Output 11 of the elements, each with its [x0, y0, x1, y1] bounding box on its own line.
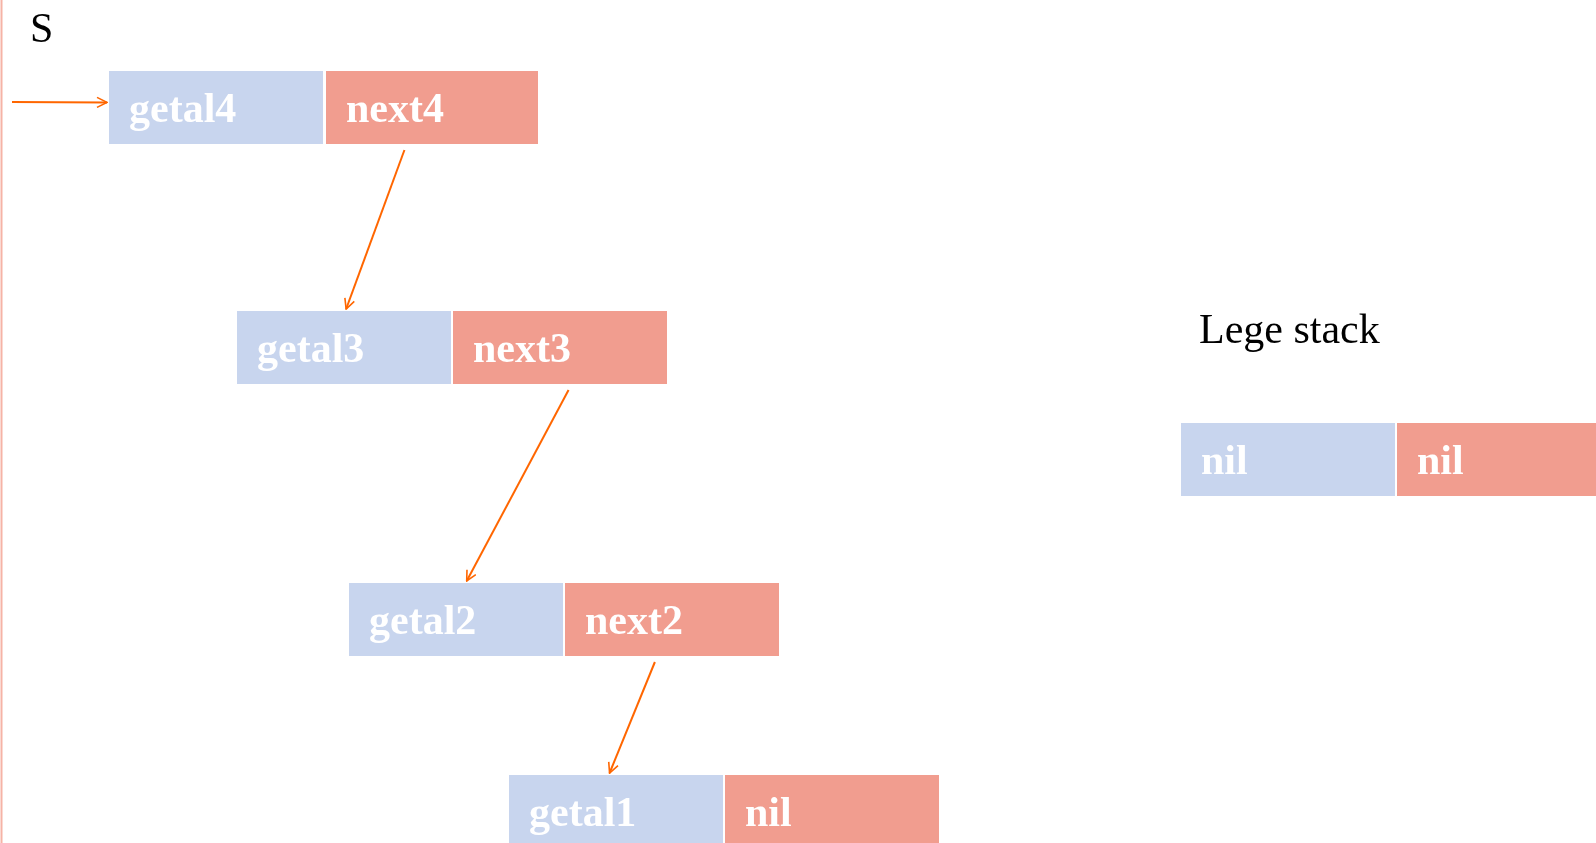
pointer-cell: nil [1397, 423, 1596, 496]
pointer-cell: next4 [326, 71, 538, 144]
pointer-cell: next3 [453, 311, 667, 384]
pointer-cell: next2 [565, 583, 779, 656]
arrow [11, 96, 108, 109]
pointer-cell: nil [725, 775, 939, 843]
arrow [465, 389, 570, 582]
arrow [344, 149, 406, 310]
arrow [607, 661, 656, 774]
text-label: S [30, 4, 54, 52]
text-label: Lege stack [1199, 305, 1380, 353]
